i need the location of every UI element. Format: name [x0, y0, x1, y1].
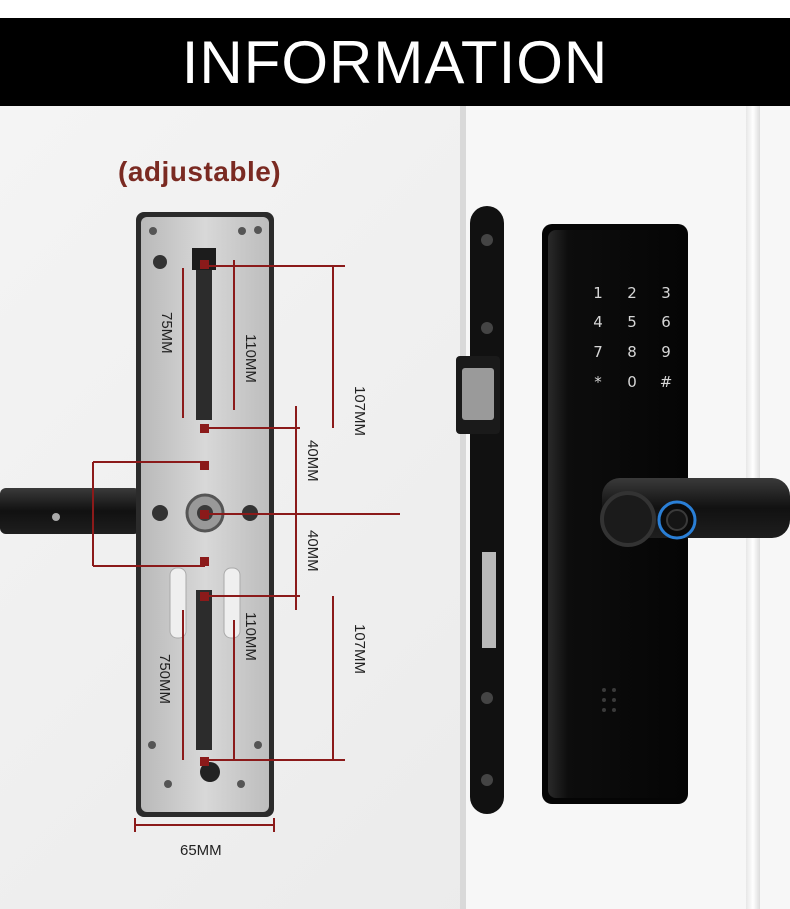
- mortise-lock: [456, 206, 504, 814]
- dim-107-top: 107MM: [351, 386, 368, 437]
- banner-title: INFORMATION: [181, 28, 609, 96]
- dim-110-bottom: 110MM: [242, 612, 259, 661]
- keypad-key[interactable]: 7: [593, 343, 603, 361]
- dimension-lines: [92, 260, 400, 832]
- smart-lock-panel: [542, 224, 790, 804]
- adjustable-note: (adjustable): [118, 156, 282, 187]
- dim-40-a: 40MM: [304, 440, 321, 482]
- keypad-key[interactable]: 8: [627, 343, 637, 361]
- keypad-key[interactable]: 4: [593, 313, 603, 331]
- dim-107-bottom: 107MM: [351, 624, 368, 675]
- keypad-key[interactable]: 9: [661, 343, 671, 361]
- keypad-key[interactable]: 6: [661, 313, 671, 331]
- dim-110-top: 110MM: [242, 334, 259, 383]
- keypad-key[interactable]: *: [594, 373, 602, 391]
- fingerprint-icon: [657, 500, 697, 540]
- info-banner: INFORMATION: [0, 18, 790, 106]
- dim-75: 75MM: [158, 312, 175, 354]
- dim-40-b: 40MM: [304, 530, 321, 572]
- outer-lever-handle: [0, 488, 140, 534]
- keypad-key[interactable]: 3: [661, 284, 671, 302]
- keypad-key[interactable]: 0: [627, 373, 637, 391]
- keypad-key[interactable]: 5: [627, 313, 637, 331]
- keypad-key[interactable]: 2: [627, 284, 637, 302]
- door-seam: [460, 106, 466, 909]
- mount-point-markers: [200, 260, 209, 766]
- keypad-key[interactable]: 1: [593, 284, 603, 302]
- keypad-key[interactable]: #: [659, 373, 673, 391]
- dim-65: 65MM: [180, 842, 222, 859]
- speaker-grille: [602, 688, 616, 712]
- dim-750: 750MM: [156, 654, 173, 705]
